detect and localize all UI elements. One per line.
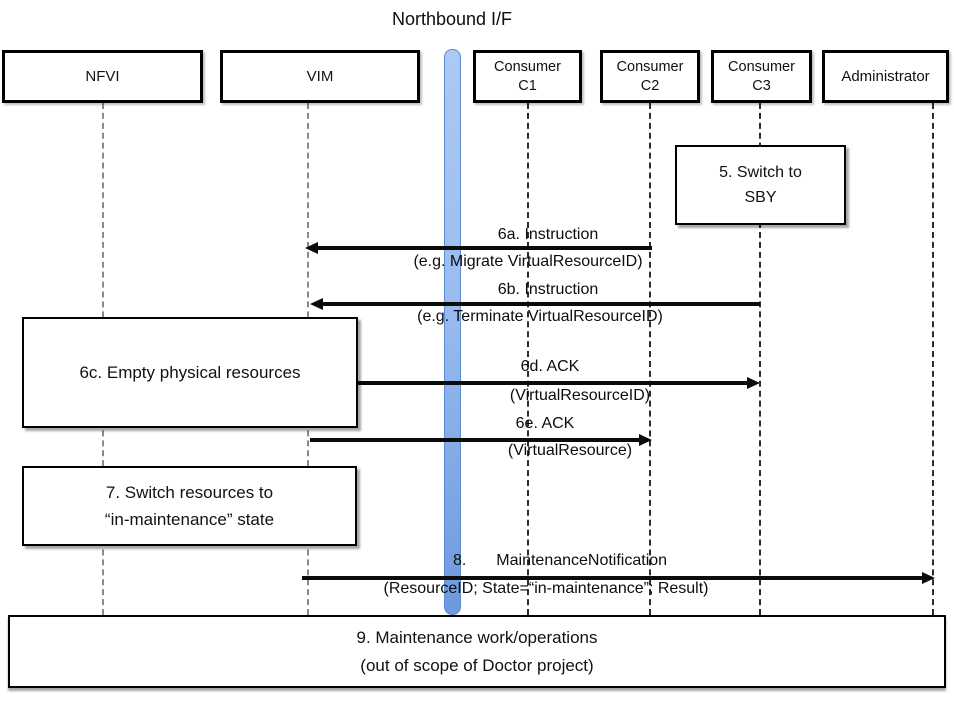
label-6a-name: 6a. Instruction <box>497 226 599 243</box>
label-8-number: 8. <box>452 552 467 569</box>
actor-c1-label-line1: Consumer <box>494 58 561 75</box>
lifeline-consumer-c2 <box>649 103 651 615</box>
lifeline-consumer-c1 <box>527 103 529 615</box>
note-7-switch-resources: 7. Switch resources to “in-maintenance” … <box>22 466 357 546</box>
arrow-8-maintenance-notification <box>302 572 935 584</box>
note-5-line2: SBY <box>744 189 777 206</box>
note-9-line1: 9. Maintenance work/operations <box>356 627 598 647</box>
actor-nfvi-label: NFVI <box>85 68 120 85</box>
note-6c-empty-physical-resources: 6c. Empty physical resources <box>22 317 358 428</box>
actor-c3-label-line1: Consumer <box>728 58 795 75</box>
note-9-maintenance-work: 9. Maintenance work/operations (out of s… <box>8 615 946 688</box>
label-6e-name: 6e. ACK <box>515 415 575 432</box>
label-6b-name: 6b. Instruction <box>497 281 599 298</box>
actor-administrator: Administrator <box>822 50 949 103</box>
label-6e-detail: (VirtualResource) <box>507 442 633 459</box>
actor-vim: VIM <box>220 50 420 103</box>
actor-consumer-c2: Consumer C2 <box>600 50 700 103</box>
label-8-name-text: MaintenanceNotification <box>496 552 668 569</box>
actor-administrator-label: Administrator <box>841 68 930 85</box>
actor-vim-label: VIM <box>306 68 334 85</box>
actor-nfvi: NFVI <box>2 50 203 103</box>
actor-consumer-c3: Consumer C3 <box>711 50 812 103</box>
actor-c2-label-line1: Consumer <box>616 58 684 75</box>
label-6d-detail: (VirtualResourceID) <box>509 387 651 404</box>
label-8-detail: (ResourceID; State=“in-maintenance”; Res… <box>383 580 709 597</box>
diagram-title: Northbound I/F <box>391 9 513 29</box>
lifeline-administrator <box>932 103 934 615</box>
label-6a-detail: (e.g. Migrate VirtualResourceID) <box>413 253 643 270</box>
note-5-line1: 5. Switch to <box>719 164 802 181</box>
arrow-6e-ack <box>310 434 652 446</box>
label-6d-name: 6d. ACK <box>520 358 580 375</box>
northbound-interface-bar <box>444 49 461 615</box>
actor-consumer-c1: Consumer C1 <box>473 50 582 103</box>
note-9-line2: (out of scope of Doctor project) <box>360 655 594 675</box>
label-6b-detail: (e.g. Terminate VirtualResourceID) <box>417 308 663 325</box>
actor-c2-label-line2: C2 <box>640 77 660 94</box>
arrow-6d-ack <box>358 377 760 389</box>
arrow-6b-instruction <box>310 298 760 310</box>
arrow-6a-instruction <box>305 242 652 254</box>
actor-c3-label-line2: C3 <box>752 77 771 94</box>
note-7-line1: 7. Switch resources to <box>105 483 274 502</box>
actor-c1-label-line2: C1 <box>518 77 537 94</box>
label-8-name: 8. MaintenanceNotification <box>453 551 667 571</box>
note-7-line2: “in-maintenance” state <box>104 510 275 529</box>
lifeline-consumer-c3 <box>759 103 761 615</box>
note-5-switch-to-sby: 5. Switch to SBY <box>675 145 846 225</box>
note-6c-line1: 6c. Empty physical resources <box>79 362 301 382</box>
